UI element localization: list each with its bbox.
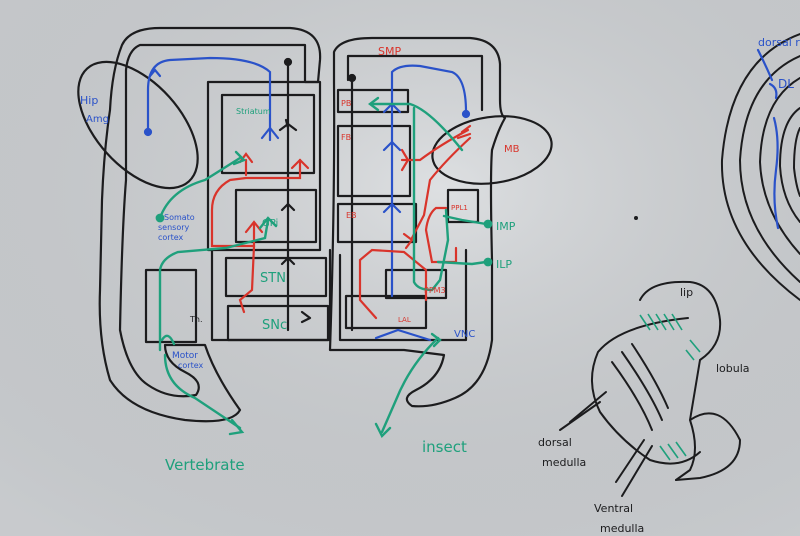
insect-green-pathway (368, 96, 493, 439)
amg-label: Amg (86, 114, 109, 125)
stn-box (224, 256, 328, 298)
ilp-label: ILP (496, 258, 512, 271)
insect-lower-frame (338, 248, 468, 342)
gpi-label: GPi (262, 218, 278, 229)
lobula-outline (639, 280, 722, 481)
vertebrate-blue-pathway (143, 56, 280, 142)
insect-inner-arch (346, 54, 484, 112)
striatum-label: Striatum (236, 107, 271, 116)
stn-label: STN (260, 271, 286, 286)
insect-blue-pathway (374, 64, 471, 342)
insect-title: insect (422, 438, 467, 456)
dorsal-medulla-label: medulla (542, 456, 586, 469)
dorsal-label: dorsal (538, 436, 572, 449)
pb-label: PB (341, 99, 351, 108)
somato-label-3: cortex (158, 233, 184, 242)
insect-labels: SMP PB FB EB MB PPL1 IMP ILP PPM3 LAL VN… (341, 45, 520, 456)
compound-eye-blue (756, 48, 780, 230)
lip-label: lip (680, 286, 693, 299)
imp-label: IMP (496, 220, 516, 233)
vertebrate-title: Vertebrate (165, 456, 245, 474)
insect-diagram (328, 36, 553, 408)
hip-amg-region (77, 60, 199, 190)
vnc-label: VNC (454, 329, 475, 340)
vertebrate-red-pathway (210, 152, 310, 314)
dorsal-rim-label: dorsal rim (758, 36, 800, 49)
lobula-label: lobula (716, 362, 750, 375)
optic-labels: lip lobula dorsal medulla Ventral medull… (538, 286, 750, 535)
lal-label: LAL (398, 316, 411, 324)
vertebrate-labels: Hip Amg Striatum GPi STN SNc Somato sens… (80, 94, 287, 474)
fb-label: FB (341, 133, 351, 142)
mb-label: MB (504, 144, 520, 155)
thalamus-box (144, 268, 198, 344)
smp-label: SMP (378, 45, 401, 58)
ppm3-box (384, 268, 448, 300)
somato-label-2: sensory (158, 223, 190, 232)
lal-box (344, 294, 428, 330)
mushroom-body-calyx (431, 115, 553, 185)
eb-box (336, 202, 418, 244)
vertebrate-green-pathway (155, 150, 278, 436)
medulla-outline (590, 317, 701, 465)
striatum-box (220, 93, 316, 175)
insect-brain-outline (328, 36, 507, 408)
board-dot (634, 216, 638, 220)
vertebrate-brain-outline (98, 26, 322, 423)
ppl1-label: PPL1 (451, 204, 468, 212)
lobula-plate (675, 412, 741, 481)
motor-label-1: Motor (172, 351, 198, 361)
gpi-box (234, 188, 318, 244)
lower-box-frame (210, 248, 332, 342)
optic-hatching (639, 313, 701, 461)
vertebrate-diagram (77, 26, 332, 423)
ppm3-label: PPM3 (424, 286, 446, 295)
ventral-label: Ventral (594, 502, 633, 515)
optic-lobe-diagram (559, 280, 741, 497)
motor-label-2: cortex (178, 361, 204, 370)
insect-red-pathway (358, 124, 472, 320)
dl-label: DL (778, 77, 794, 91)
snc-label: SNc (262, 318, 287, 333)
somato-label-1: Somato (164, 213, 195, 222)
eb-label: EB (346, 211, 357, 220)
basal-ganglia-box (206, 80, 322, 252)
hip-label: Hip (80, 94, 98, 107)
pb-box (336, 88, 410, 114)
thalamus-label: Th. (189, 315, 203, 324)
ppl1-box (446, 188, 480, 224)
compound-eye-labels: dorsal rim DL (758, 36, 800, 91)
ventral-medulla-label: medulla (600, 522, 644, 535)
